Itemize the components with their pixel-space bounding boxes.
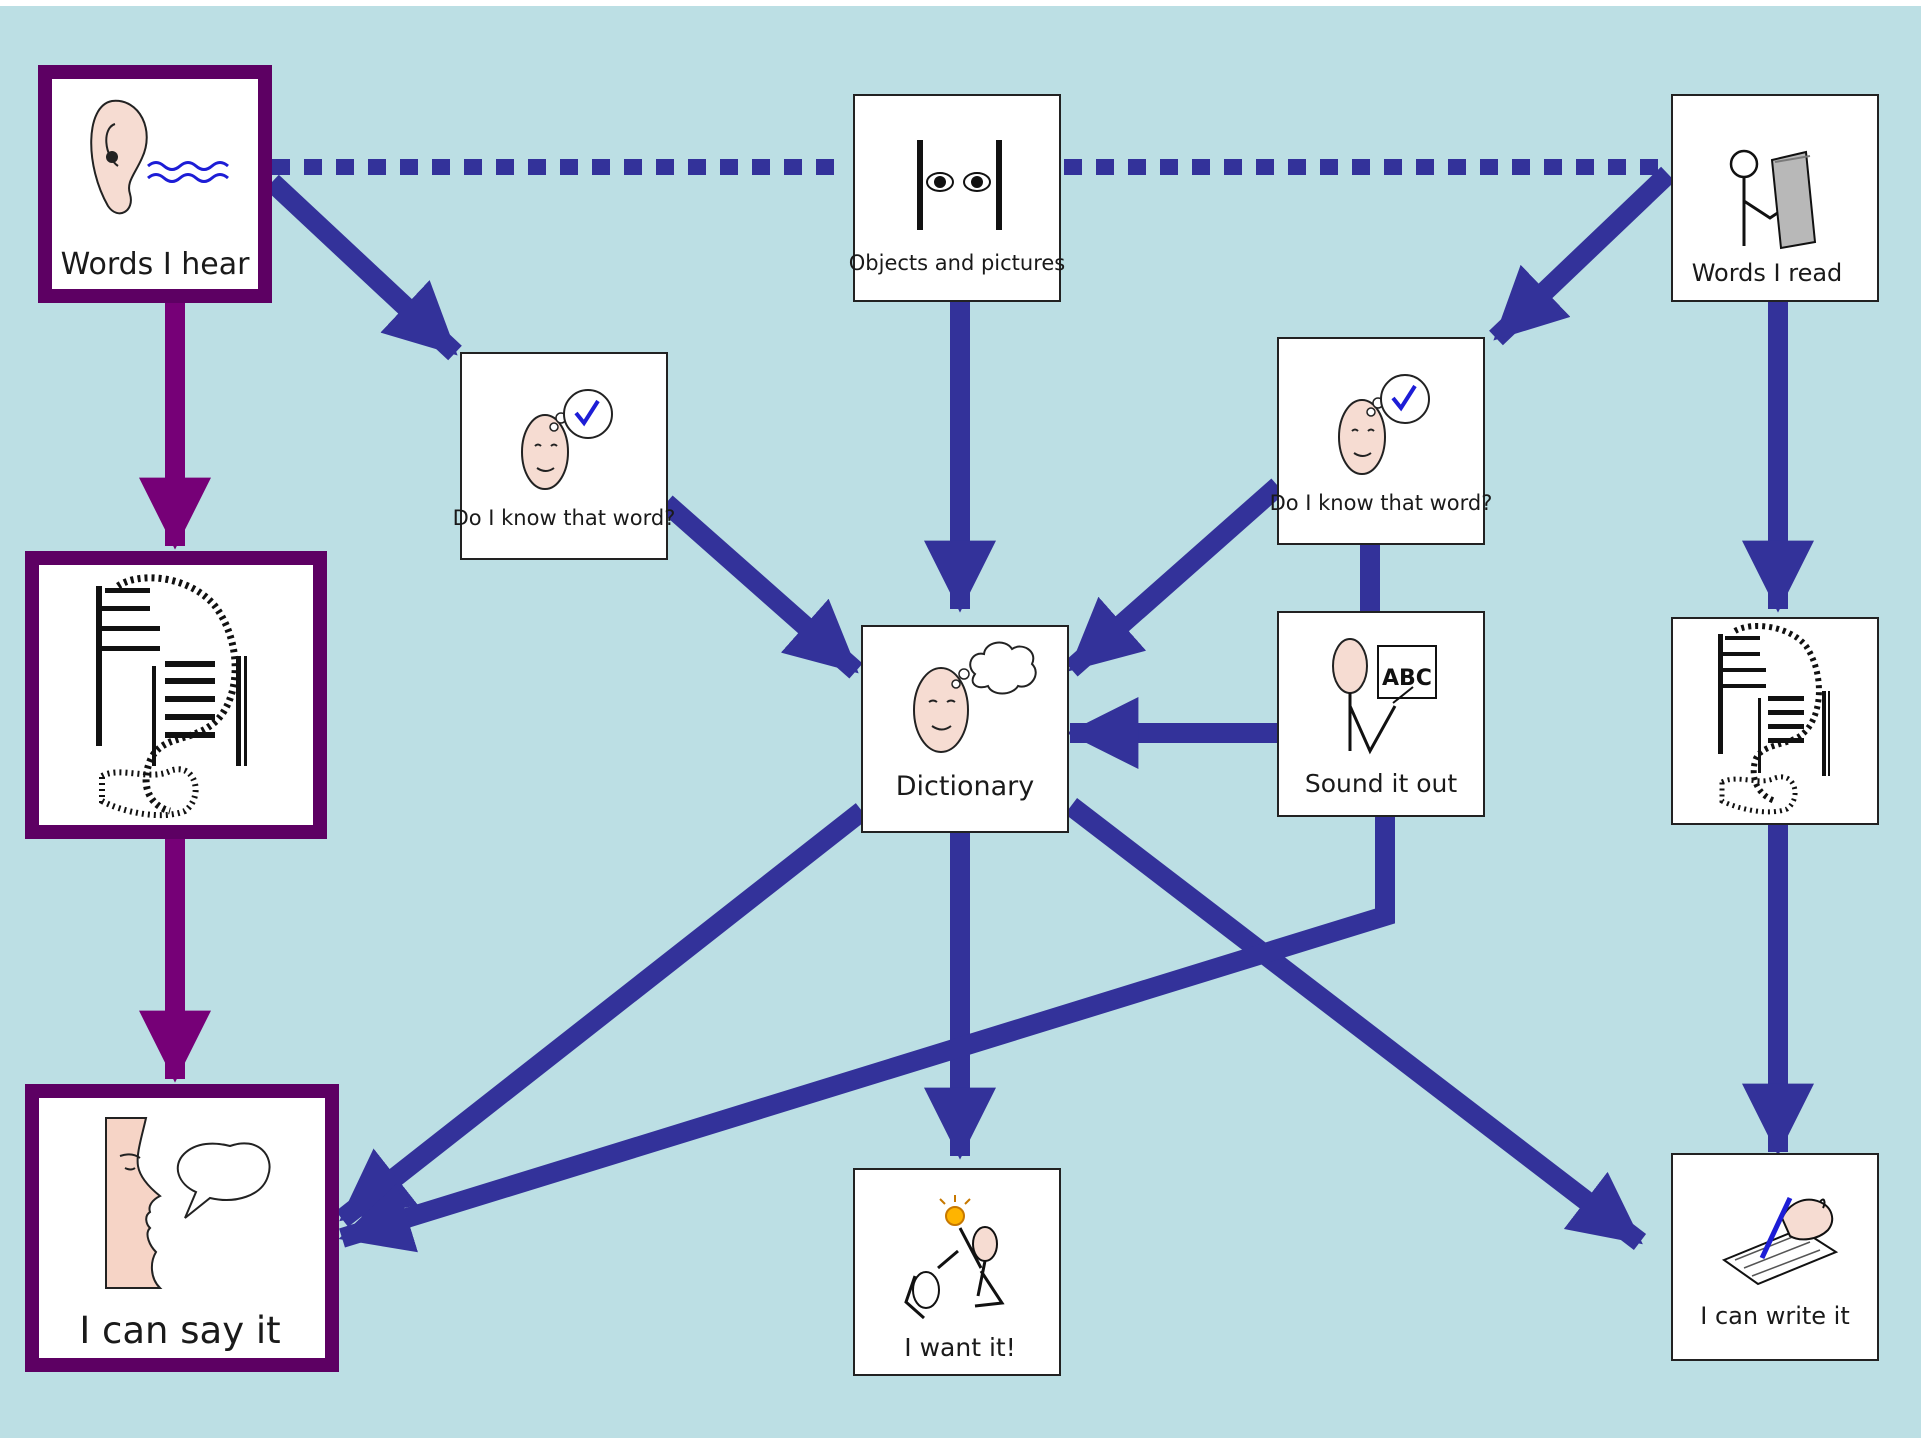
node-i-can-write-it: I can write it [1671, 1153, 1879, 1361]
arrow-dictionary-to-say [335, 803, 869, 1227]
i-want-it-label: I want it! [904, 1333, 1015, 1362]
node-i-can-say-it: I can say it [25, 1084, 339, 1372]
objects-and-pictures-label: Objects and pictures [849, 251, 1065, 275]
want-figures-icon [904, 1195, 1005, 1320]
node-do-i-know-right: Do I know that word? [1270, 337, 1493, 545]
do-i-know-left-label: Do I know that word? [453, 506, 676, 530]
arrow-dictionary-to-write [1064, 798, 1647, 1250]
dictionary-label: Dictionary [896, 771, 1035, 802]
speech-pattern-icon [96, 574, 247, 819]
sound-it-out-label: Sound it out [1305, 769, 1458, 798]
i-can-say-it-label: I can say it [79, 1309, 280, 1352]
arrow-read-to-know-right [1489, 166, 1675, 346]
node-i-want-it: I want it! [853, 1168, 1061, 1376]
thinking-face-icon [913, 641, 1037, 753]
abc-board-icon: ABC [1332, 638, 1437, 755]
thinking-face-check-icon [521, 389, 613, 490]
ear-icon [90, 99, 229, 215]
node-sound-it-out: ABC Sound it out [1277, 611, 1485, 817]
words-i-read-label: Words I read [1692, 259, 1843, 287]
arrow-hear-to-know-left [265, 174, 462, 361]
node-objects-and-pictures: Objects and pictures [849, 94, 1065, 302]
node-dictionary: Dictionary [861, 625, 1069, 833]
writing-hand-icon [1721, 1196, 1839, 1286]
do-i-know-right-label: Do I know that word? [1270, 491, 1493, 515]
eyes-icon [917, 140, 1002, 230]
thinking-face-check-icon [1338, 374, 1430, 475]
arrow-know-right-to-dictionary [1064, 478, 1285, 677]
words-i-hear-label: Words I hear [61, 247, 251, 282]
vocabulary-flow-diagram: Words I hear Objects and pictures [25, 65, 1879, 1376]
node-words-i-read: Words I read [1671, 94, 1879, 302]
node-do-i-know-left: Do I know that word? [453, 352, 676, 560]
arrow-sound-to-say [338, 816, 1395, 1253]
speaking-face-icon [105, 1117, 271, 1289]
diagram-canvas: Words I hear Objects and pictures [0, 6, 1921, 1438]
node-speech-pattern-left [25, 551, 327, 839]
node-speech-pattern-right [1671, 617, 1879, 825]
speech-pattern-icon [1718, 623, 1830, 815]
reading-person-icon [1729, 149, 1817, 250]
node-words-i-hear: Words I hear [38, 65, 272, 303]
svg-text:ABC: ABC [1382, 666, 1432, 691]
arrow-know-left-to-dictionary [659, 495, 863, 679]
i-can-write-it-label: I can write it [1700, 1302, 1850, 1330]
